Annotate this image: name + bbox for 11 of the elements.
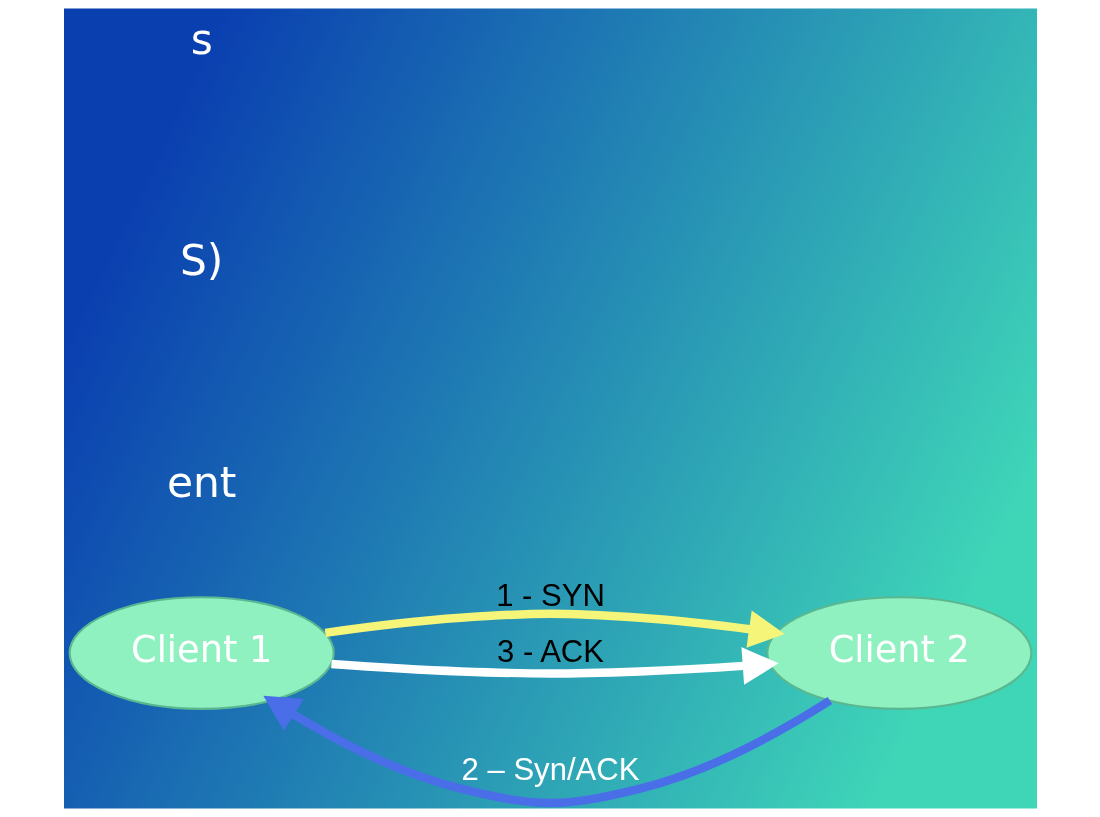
edge-label: 3 - ACK bbox=[496, 634, 604, 670]
arrow bbox=[262, 695, 832, 808]
node-ellipse: Client 2 bbox=[765, 596, 1032, 710]
node-ellipse: Client 1 bbox=[68, 596, 335, 710]
label: ent bbox=[166, 458, 236, 508]
edge-label: 2 – Syn/ACK bbox=[461, 751, 639, 787]
label: S) bbox=[179, 236, 223, 286]
label: s bbox=[190, 14, 213, 64]
arrow bbox=[324, 609, 785, 648]
edge-label: 1 - SYN bbox=[495, 577, 605, 613]
arrow bbox=[330, 647, 779, 685]
